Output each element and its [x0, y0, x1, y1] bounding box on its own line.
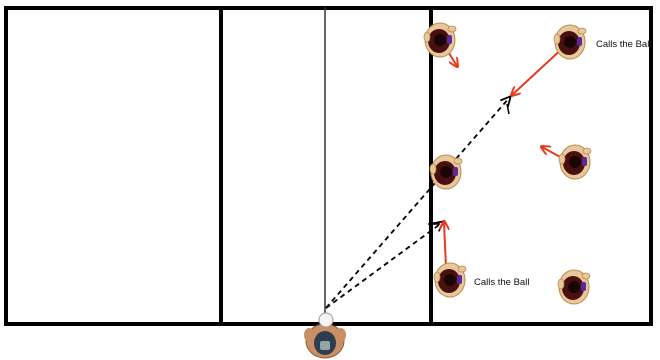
player-icon: [558, 144, 592, 180]
move-arrow-bottom-front: [444, 222, 446, 269]
players: [423, 22, 592, 305]
ball-path-to-front: [325, 222, 443, 309]
ball-icon: [318, 312, 334, 328]
callout-top-back: Calls the Ball: [596, 39, 651, 50]
ball-path-to-setter: [325, 97, 510, 309]
player-icon: [553, 24, 587, 60]
player-icon: [429, 154, 463, 190]
player-icon: [423, 22, 457, 58]
move-arrow-top-back: [512, 45, 566, 95]
coach-icon: [304, 323, 346, 359]
player-icon: [557, 269, 591, 305]
ball-path-tick-top: [506, 103, 510, 115]
movement-arrows: [444, 45, 566, 269]
callout-front-bottom: Calls the Ball: [474, 277, 529, 288]
move-arrow-middle-back: [542, 147, 563, 159]
player-icon: [433, 262, 467, 298]
ball-paths: [325, 97, 510, 309]
